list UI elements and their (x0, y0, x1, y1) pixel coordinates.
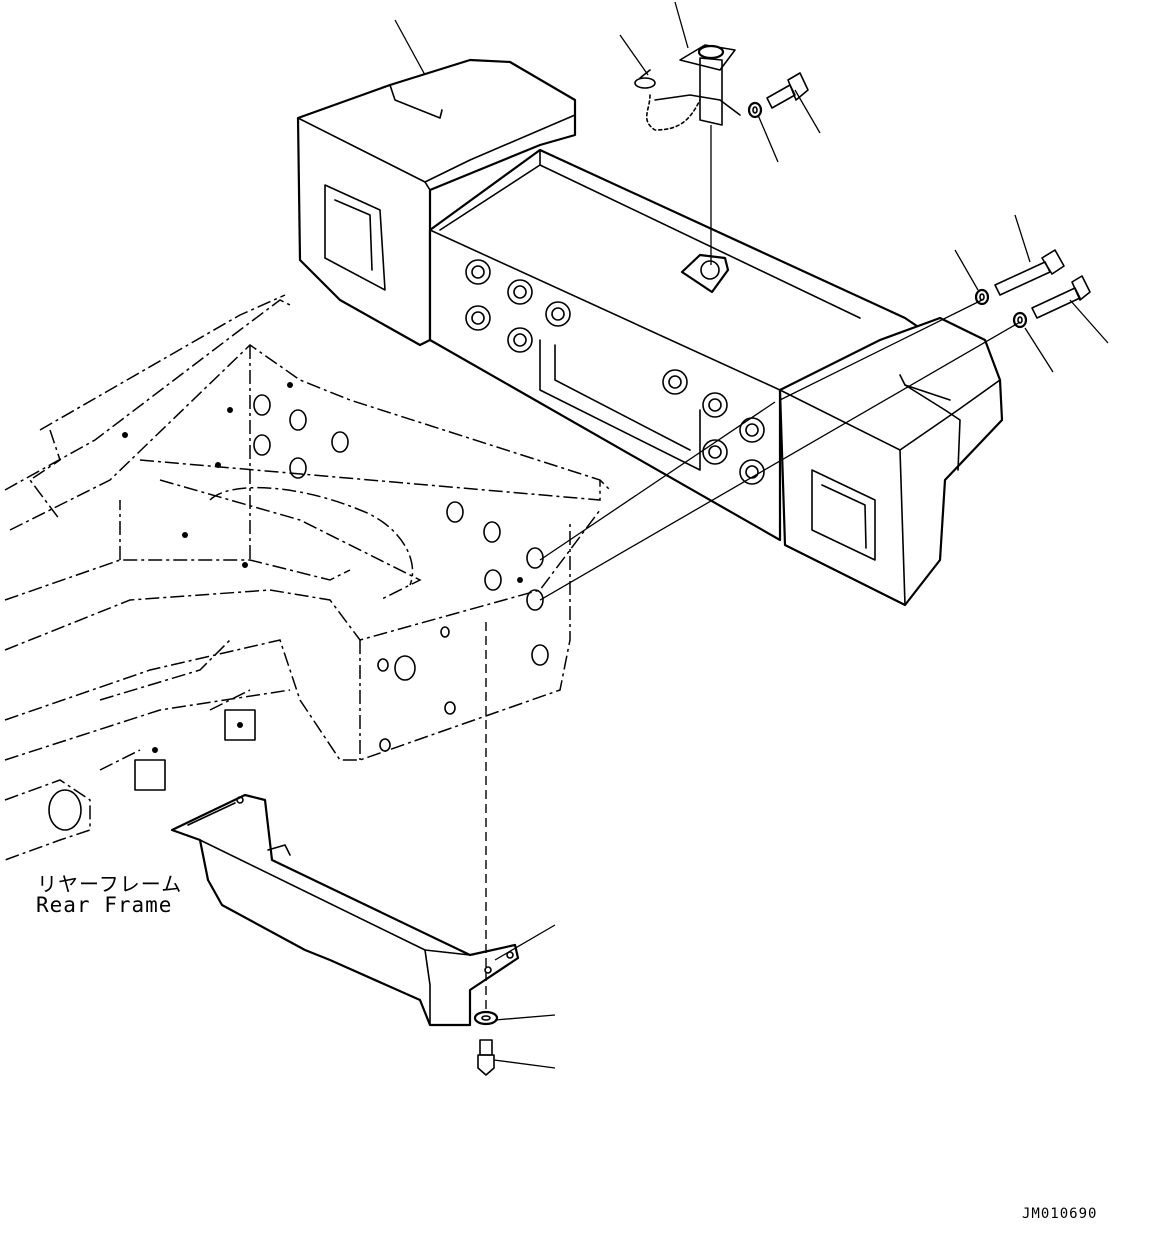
drawing-code: JM010690 (1022, 1206, 1098, 1222)
leader-lines (394, 1, 1109, 1069)
bolt-top (766, 72, 809, 109)
counterweight (296, 58, 1004, 607)
washer-bottom (473, 1010, 499, 1026)
bolt-right-upper (994, 249, 1065, 296)
rear-frame-outline (4, 294, 611, 861)
rear-frame-label-en: Rear Frame (36, 893, 173, 917)
bolt-right-lower (1031, 275, 1091, 319)
washer-right-lower (1012, 311, 1028, 329)
bolt-bottom (477, 1039, 495, 1076)
beam-holes (465, 259, 765, 485)
under-cover (170, 793, 520, 1027)
rear-frame-label-jp: リヤーフレーム (37, 872, 183, 896)
washer-right-upper (974, 288, 990, 306)
lock-pin-assembly (634, 44, 741, 131)
assembly-lines (485, 125, 1021, 1012)
washer-top (747, 101, 763, 119)
